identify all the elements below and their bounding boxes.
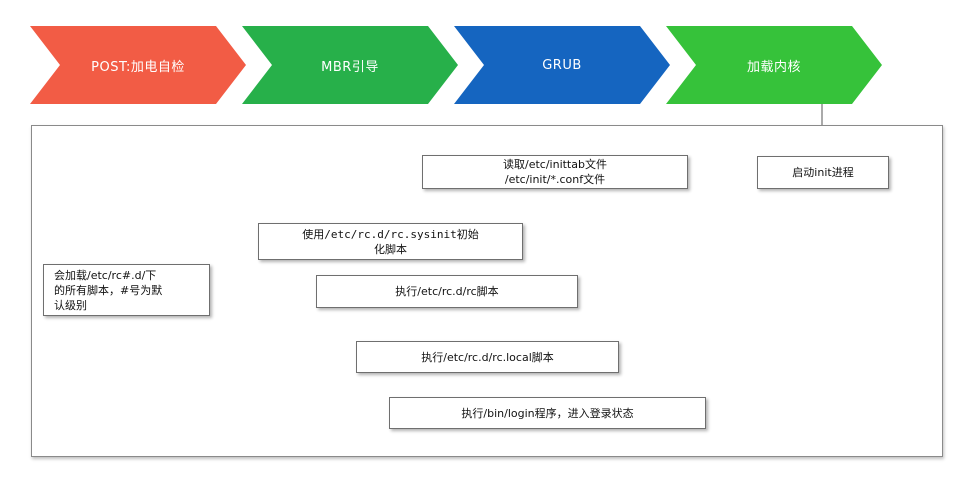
box-start-init: 启动init进程 xyxy=(757,156,889,189)
box-start-init-line-1: 启动init进程 xyxy=(792,166,854,179)
box-rc-sysinit-line-1: 使用/etc/rc.d/rc.sysinit初始 xyxy=(302,227,479,241)
stage-chevron-kernel xyxy=(666,26,882,104)
box-rc-dirs-line-1: 会加载/etc/rc#.d/下 xyxy=(54,268,157,282)
box-read-inittab-line-1: 读取/etc/inittab文件 xyxy=(503,158,607,171)
box-rc-script: 执行/etc/rc.d/rc脚本 xyxy=(316,275,578,308)
box-rc-script-line-1: 执行/etc/rc.d/rc脚本 xyxy=(395,285,499,298)
stage-label-grub: GRUB xyxy=(542,57,582,73)
box-login-line-1: 执行/bin/login程序，进入登录状态 xyxy=(461,406,634,420)
stage-chevron-post xyxy=(30,26,246,104)
stage-chevron-mbr xyxy=(242,26,458,104)
box-rc-local: 执行/etc/rc.d/rc.local脚本 xyxy=(356,341,619,373)
box-read-inittab: 读取/etc/inittab文件 /etc/init/*.conf文件 xyxy=(422,155,688,189)
stage-chevron-grub xyxy=(454,26,670,104)
stage-label-post: POST:加电自检 xyxy=(91,59,185,75)
stage-label-kernel: 加载内核 xyxy=(746,59,801,75)
box-rc-dirs: 会加载/etc/rc#.d/下 的所有脚本，#号为默 认级别 xyxy=(43,264,210,316)
box-read-inittab-line-2: /etc/init/*.conf文件 xyxy=(504,173,606,186)
stage-label-mbr: MBR引导 xyxy=(321,59,379,75)
box-rc-sysinit: 使用/etc/rc.d/rc.sysinit初始 化脚本 xyxy=(258,223,523,260)
box-rc-local-line-1: 执行/etc/rc.d/rc.local脚本 xyxy=(421,350,554,364)
box-login: 执行/bin/login程序，进入登录状态 xyxy=(389,397,706,429)
box-rc-dirs-line-2: 的所有脚本，#号为默 xyxy=(54,283,163,297)
box-rc-sysinit-line-2: 化脚本 xyxy=(374,242,407,256)
box-rc-dirs-line-3: 认级别 xyxy=(54,298,87,312)
